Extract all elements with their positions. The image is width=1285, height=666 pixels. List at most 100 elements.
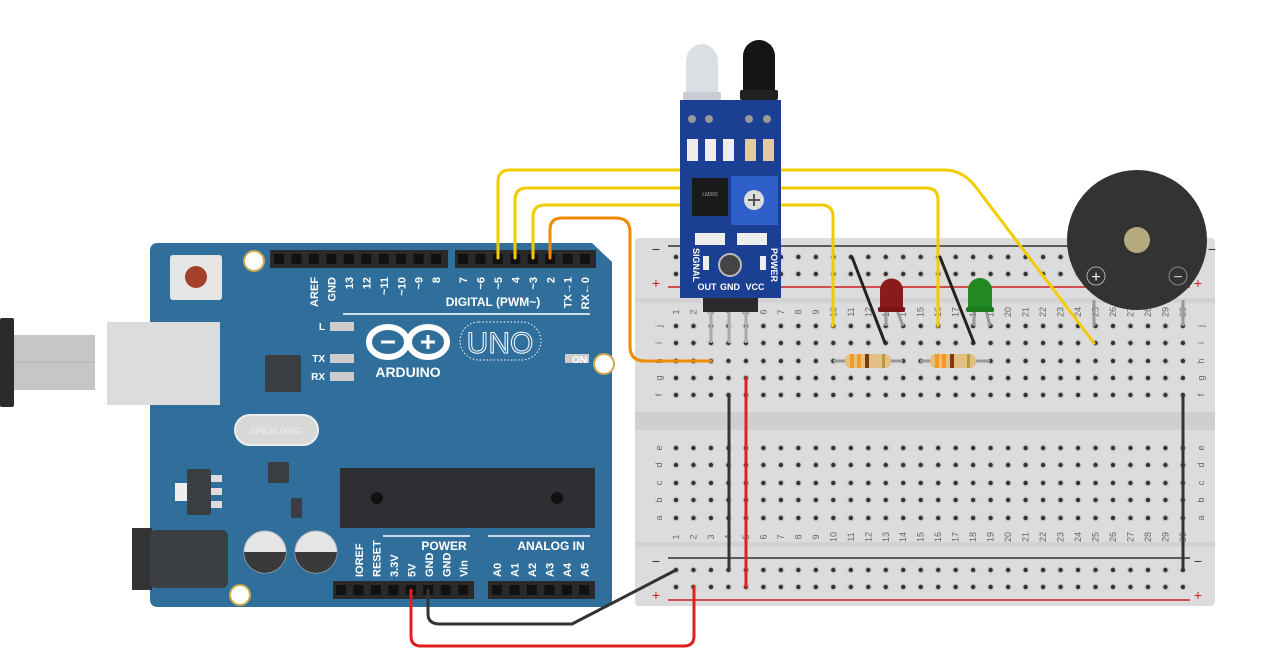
rail-plus-hole[interactable]	[1022, 583, 1030, 591]
hole-f18[interactable]	[969, 391, 977, 399]
hole-i17[interactable]	[952, 339, 960, 347]
hole-a20[interactable]	[1004, 514, 1012, 522]
rail-plus-hole[interactable]	[1004, 270, 1012, 278]
hole-a17[interactable]	[952, 514, 960, 522]
hole-i24[interactable]	[1074, 339, 1082, 347]
hole-c8[interactable]	[794, 479, 802, 487]
hole-h27[interactable]	[1126, 357, 1135, 365]
digital-pin[interactable]	[308, 254, 319, 264]
hole-g14[interactable]	[899, 374, 907, 382]
green-led[interactable]	[966, 278, 994, 327]
rail-minus-hole[interactable]	[864, 253, 872, 261]
hole-e8[interactable]	[794, 444, 802, 452]
hole-d27[interactable]	[1126, 461, 1135, 469]
rail-minus-hole[interactable]	[882, 566, 890, 574]
hole-g28[interactable]	[1144, 374, 1152, 382]
hole-d12[interactable]	[864, 461, 872, 469]
digital-pin[interactable]	[396, 254, 407, 264]
rail-plus-hole[interactable]	[1126, 583, 1135, 591]
hole-g22[interactable]	[1039, 374, 1047, 382]
hole-b18[interactable]	[969, 496, 977, 504]
hole-i7[interactable]	[777, 339, 785, 347]
rail-plus-hole[interactable]	[934, 583, 942, 591]
hole-i16[interactable]	[934, 339, 942, 347]
digital-pin[interactable]	[274, 254, 284, 264]
hole-f26[interactable]	[1109, 391, 1117, 399]
rail-minus-hole[interactable]	[1022, 566, 1030, 574]
rail-minus-hole[interactable]	[1039, 253, 1047, 261]
rail-minus-hole[interactable]	[917, 253, 925, 261]
rail-minus-hole[interactable]	[1039, 566, 1047, 574]
analog-pin[interactable]	[561, 585, 572, 595]
hole-c6[interactable]	[759, 479, 768, 487]
rail-plus-hole[interactable]	[882, 270, 890, 278]
rail-plus-hole[interactable]	[917, 583, 925, 591]
rail-plus-hole[interactable]	[724, 583, 733, 591]
rail-plus-hole[interactable]	[794, 270, 802, 278]
hole-f7[interactable]	[777, 391, 785, 399]
hole-a9[interactable]	[812, 514, 820, 522]
rail-minus-hole[interactable]	[672, 253, 680, 261]
hole-e29[interactable]	[1161, 444, 1170, 452]
rail-plus-hole[interactable]	[794, 583, 802, 591]
hole-f17[interactable]	[952, 391, 960, 399]
hole-h8[interactable]	[794, 357, 802, 365]
hole-g8[interactable]	[794, 374, 802, 382]
rail-plus-hole[interactable]	[759, 583, 768, 591]
rail-minus-hole[interactable]	[899, 253, 907, 261]
power-pin[interactable]	[388, 585, 399, 595]
hole-d22[interactable]	[1039, 461, 1047, 469]
usb-cable[interactable]	[0, 318, 95, 407]
hole-h28[interactable]	[1144, 357, 1152, 365]
wire-gnd-rail-1[interactable]	[850, 255, 887, 345]
hole-b28[interactable]	[1144, 496, 1152, 504]
hole-a22[interactable]	[1039, 514, 1047, 522]
hole-a6[interactable]	[759, 514, 768, 522]
hole-d19[interactable]	[987, 461, 995, 469]
hole-c24[interactable]	[1074, 479, 1082, 487]
hole-j20[interactable]	[1004, 322, 1012, 330]
hole-f6[interactable]	[759, 391, 768, 399]
hole-c26[interactable]	[1109, 479, 1117, 487]
hole-b23[interactable]	[1056, 496, 1065, 504]
hole-c19[interactable]	[987, 479, 995, 487]
hole-f8[interactable]	[794, 391, 802, 399]
hole-g20[interactable]	[1004, 374, 1012, 382]
rail-plus-hole[interactable]	[882, 583, 890, 591]
hole-f25[interactable]	[1091, 391, 1100, 399]
hole-b8[interactable]	[794, 496, 802, 504]
hole-j22[interactable]	[1039, 322, 1047, 330]
rail-plus-hole[interactable]	[777, 583, 785, 591]
hole-g21[interactable]	[1022, 374, 1030, 382]
hole-d26[interactable]	[1109, 461, 1117, 469]
hole-c29[interactable]	[1161, 479, 1170, 487]
hole-c21[interactable]	[1022, 479, 1030, 487]
hole-f29[interactable]	[1161, 391, 1170, 399]
rail-minus-hole[interactable]	[777, 566, 785, 574]
digital-pin[interactable]	[413, 254, 424, 264]
hole-j6[interactable]	[759, 322, 768, 330]
hole-b22[interactable]	[1039, 496, 1047, 504]
rail-minus-hole[interactable]	[899, 566, 907, 574]
hole-i8[interactable]	[794, 339, 802, 347]
hole-j28[interactable]	[1144, 322, 1152, 330]
hole-b27[interactable]	[1126, 496, 1135, 504]
resistor-1[interactable]	[833, 354, 903, 368]
power-pin[interactable]	[336, 585, 346, 595]
hole-e15[interactable]	[917, 444, 925, 452]
wire-gnd-rail-2[interactable]	[938, 255, 976, 345]
hole-b3[interactable]	[707, 496, 715, 504]
hole-a7[interactable]	[777, 514, 785, 522]
analog-pin[interactable]	[526, 585, 537, 595]
hole-g3[interactable]	[707, 374, 715, 382]
hole-e9[interactable]	[812, 444, 820, 452]
hole-e2[interactable]	[689, 444, 698, 452]
digital-pin[interactable]	[475, 254, 486, 264]
hole-h23[interactable]	[1056, 357, 1065, 365]
rail-minus-hole[interactable]	[1161, 566, 1170, 574]
hole-e16[interactable]	[934, 444, 942, 452]
digital-pin[interactable]	[562, 254, 573, 264]
rail-plus-hole[interactable]	[1144, 583, 1152, 591]
hole-e21[interactable]	[1022, 444, 1030, 452]
hole-h4[interactable]	[724, 357, 733, 365]
